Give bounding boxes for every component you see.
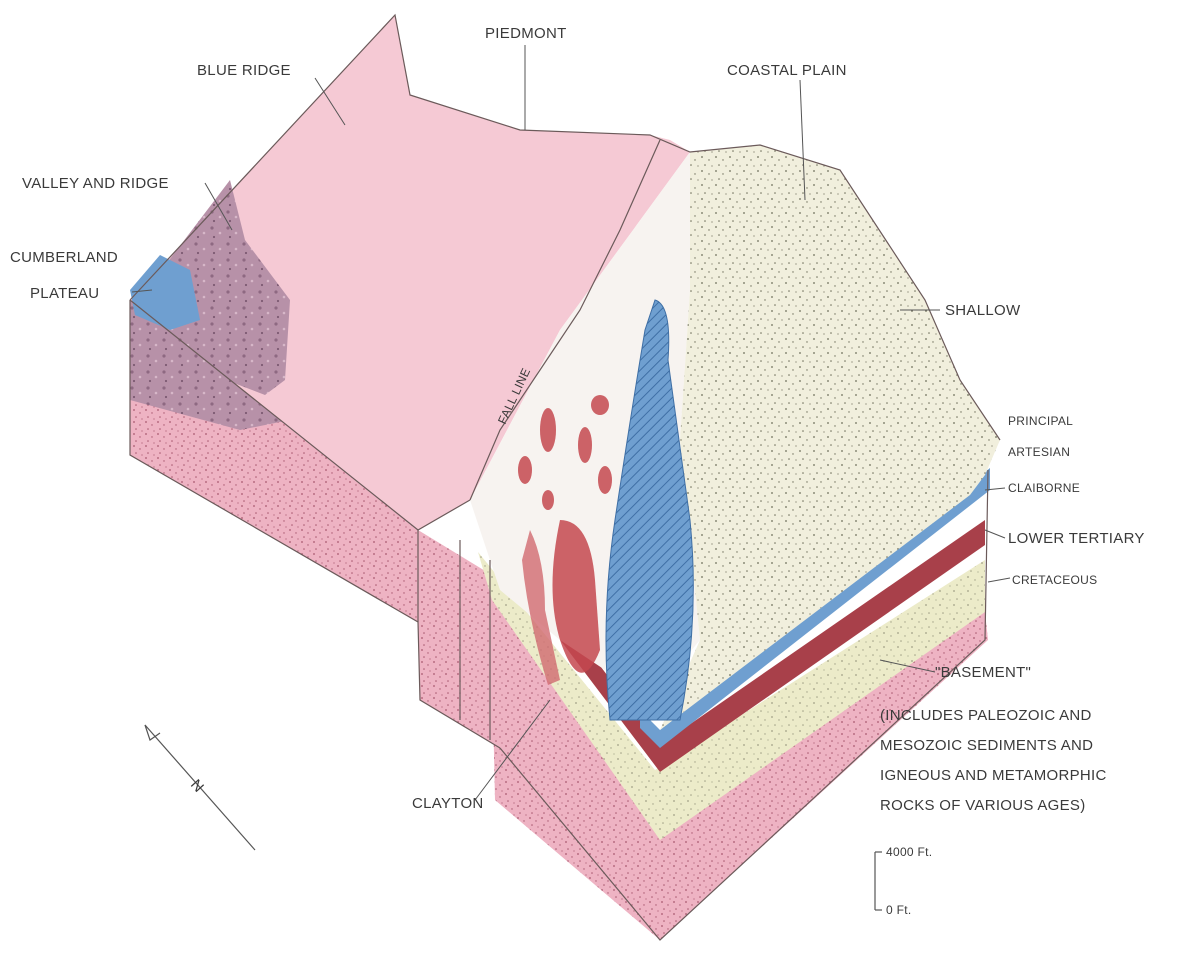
outline-top: [129, 13, 1001, 441]
valley-ridge-surface: [135, 180, 290, 395]
label-principal-2: ARTESIAN: [1008, 445, 1070, 459]
label-basement-line3: IGNEOUS AND METAMORPHIC: [880, 767, 1107, 784]
red-outcrop-1: [540, 408, 556, 452]
label-valley-and-ridge: VALLEY AND RIDGE: [22, 175, 169, 192]
red-outcrop-3: [578, 427, 592, 463]
red-outcrop-strip: [522, 530, 560, 685]
label-cumberland-2: PLATEAU: [30, 285, 99, 302]
red-outcrop-6: [542, 490, 554, 510]
label-basement-title: "BASEMENT": [935, 664, 1031, 681]
label-piedmont: PIEDMONT: [485, 25, 567, 42]
leader-cretaceous: [987, 577, 1011, 583]
leader-cumberland: [131, 289, 153, 293]
piedmont-surface: [130, 15, 690, 530]
north-arrow: N: [144, 724, 256, 851]
label-principal-1: PRINCIPAL: [1008, 414, 1073, 428]
left-front-lower-stipple: [418, 530, 500, 748]
label-shallow: SHALLOW: [945, 302, 1021, 319]
label-claiborne: CLAIBORNE: [1008, 481, 1080, 495]
coastal-plain-stipple: [660, 145, 1000, 730]
scale-bar: 4000 Ft. 0 Ft.: [874, 845, 932, 917]
red-outcrop-4: [591, 395, 609, 415]
red-outcrop-5: [598, 466, 612, 494]
fall-line: [469, 139, 661, 501]
scale-bottom-label: 0 Ft.: [886, 903, 912, 917]
artesian-outcrop-hatched: [605, 299, 694, 721]
label-lower-tertiary: LOWER TERTIARY: [1008, 530, 1145, 547]
leader-blue-ridge: [314, 77, 346, 126]
label-basement-line1: (INCLUDES PALEOZOIC AND: [880, 707, 1092, 724]
label-cretaceous: CRETACEOUS: [1012, 573, 1097, 587]
cumberland-plateau-surface: [130, 255, 200, 330]
leader-claiborne: [984, 487, 1006, 491]
label-coastal-plain: COASTAL PLAIN: [727, 62, 847, 79]
leader-lower-tertiary: [984, 529, 1006, 539]
leader-clayton: [474, 699, 551, 801]
label-basement-line4: ROCKS OF VARIOUS AGES): [880, 797, 1086, 814]
label-blue-ridge: BLUE RIDGE: [197, 62, 291, 79]
cretaceous-band-stipple: [478, 552, 985, 840]
clayton-outcrop: [552, 520, 600, 673]
label-clayton: CLAYTON: [412, 795, 484, 812]
label-cumberland-1: CUMBERLAND: [10, 249, 118, 266]
red-outcrop-2: [518, 456, 532, 484]
leader-coastal-plain: [799, 79, 806, 201]
scale-top-label: 4000 Ft.: [886, 845, 932, 859]
outline-bottom: [499, 469, 989, 941]
leader-valley-ridge: [204, 182, 233, 231]
leader-basement: [879, 659, 936, 673]
label-basement-line2: MESOZOIC SEDIMENTS AND: [880, 737, 1093, 754]
